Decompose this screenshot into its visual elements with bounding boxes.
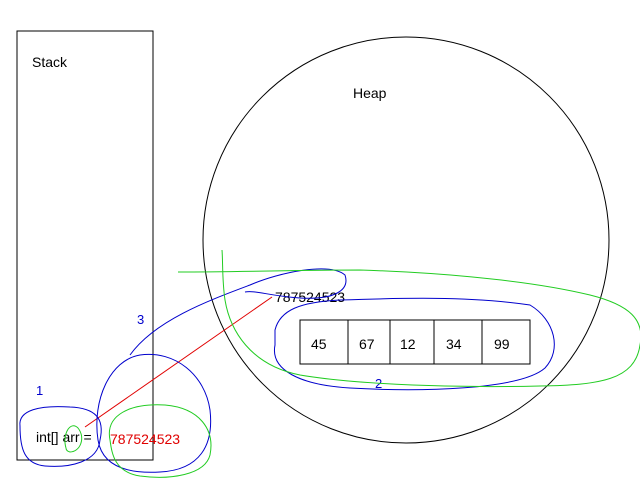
array-box [299,319,531,365]
green-circle-value [108,404,212,478]
heap-array: 45 67 12 34 99 [299,319,531,365]
array-cell-2: 12 [400,336,416,352]
circle-annotation-3 [96,353,212,473]
address-highlight-stroke [129,268,347,356]
array-cell-3: 34 [446,336,462,352]
stack-variable-value: 787524523 [110,431,180,447]
annotation-step-3: 3 [137,312,144,327]
array-cell-1: 67 [359,336,375,352]
circle-annotation-2 [273,297,555,391]
array-cell-4: 99 [494,336,510,352]
green-loop-heap [177,249,640,388]
heap-circle [202,36,610,444]
stack-title: Stack [32,54,68,70]
green-mark-small [64,425,83,453]
stack-variable-label: int[] arr = [36,429,92,445]
heap-title: Heap [353,85,387,101]
circle-annotation-1 [19,406,102,467]
annotation-step-1: 1 [36,383,43,398]
array-cell-0: 45 [311,336,327,352]
